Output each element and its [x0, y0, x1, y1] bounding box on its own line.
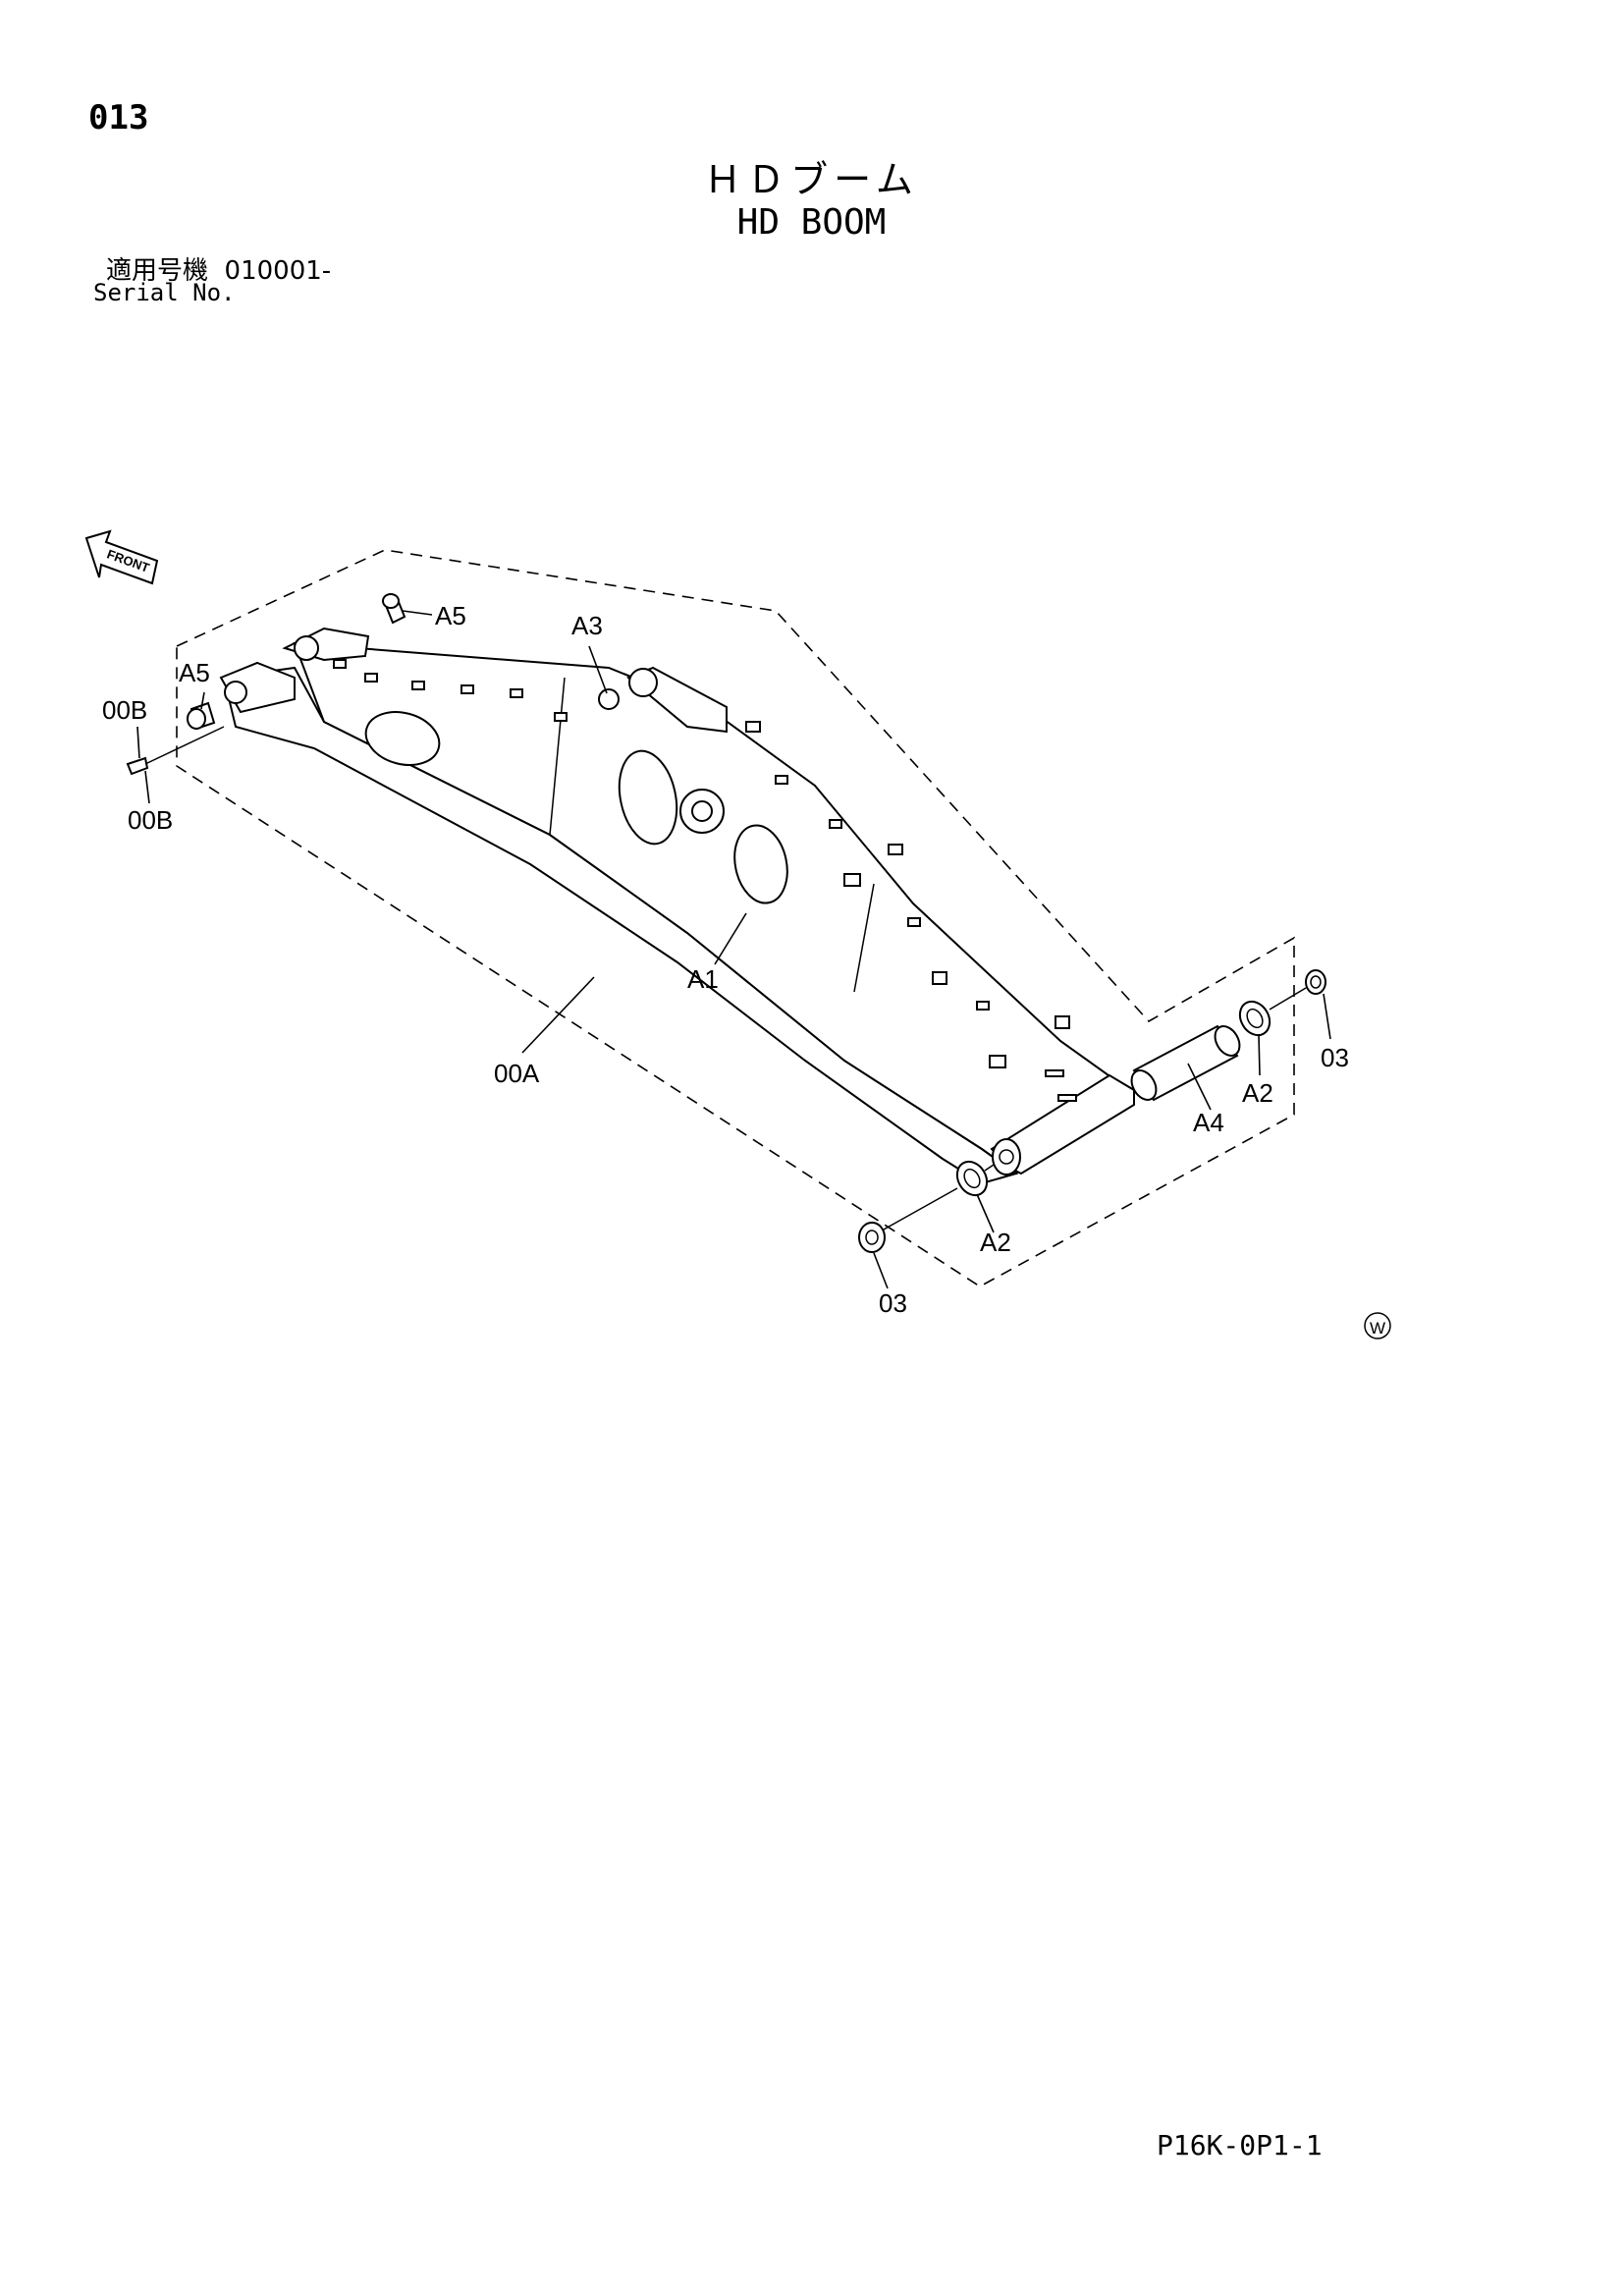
washer-03-bottom: [858, 1187, 958, 1253]
leader-a2-bottom: [976, 1193, 995, 1233]
callout-a1: A1: [687, 964, 719, 994]
leader-a5-left: [200, 691, 205, 710]
leader-a5-top: [402, 610, 433, 616]
page-title-japanese: ＨＤブーム: [704, 158, 919, 201]
callout-00b-top: 00B: [102, 695, 147, 725]
callout-03-bottom: 03: [879, 1288, 907, 1318]
serial-label-english: Serial No.: [93, 279, 236, 306]
serial-applicability: 適用号機 010001-: [106, 250, 331, 287]
bushing-a5-left: [187, 701, 216, 731]
serial-value: 010001-: [224, 256, 332, 286]
boom-top-pads: [333, 659, 1077, 1102]
assembly-boundary-00a: [176, 549, 1295, 1287]
w-marker-icon: W: [1364, 1312, 1391, 1339]
front-arrow-icon: FRONT: [84, 529, 159, 585]
callout-00a: 00A: [494, 1059, 540, 1088]
pin-a4: [1130, 1024, 1241, 1102]
callout-a5-top: A5: [435, 601, 466, 630]
callout-a4: A4: [1193, 1108, 1224, 1137]
page-title-english: HD BOOM: [736, 202, 887, 243]
callout-03-right: 03: [1321, 1043, 1349, 1072]
boom-body: [219, 627, 1135, 1185]
leader-00b-bottom: [144, 770, 150, 804]
bushing-a2-right: [1238, 1000, 1271, 1037]
page-number: 013: [88, 98, 149, 137]
leader-a4: [1187, 1063, 1212, 1111]
callout-a2-bottom: A2: [980, 1228, 1011, 1257]
w-marker-label: W: [1370, 1319, 1385, 1338]
leader-00a: [521, 976, 595, 1054]
callout-a3: A3: [571, 611, 603, 640]
leader-00b-top: [136, 726, 140, 759]
bolt-00b: [126, 726, 225, 776]
callout-a5-left: A5: [179, 658, 210, 687]
serial-label-japanese: 適用号機: [106, 256, 209, 286]
drawing-code: P16K-0P1-1: [1157, 2129, 1323, 2161]
leader-03-right: [1323, 993, 1331, 1040]
leader-a3: [588, 645, 608, 694]
bushing-a2-bottom: [955, 1160, 995, 1197]
bushing-a5-top: [382, 593, 406, 625]
washer-03-right: [1269, 969, 1326, 1011]
callout-a2-right: A2: [1242, 1078, 1273, 1108]
leader-a2-right: [1258, 1033, 1261, 1076]
leader-a1: [714, 912, 747, 965]
leader-03-bottom: [873, 1252, 889, 1289]
callout-00b-bottom: 00B: [128, 805, 173, 835]
